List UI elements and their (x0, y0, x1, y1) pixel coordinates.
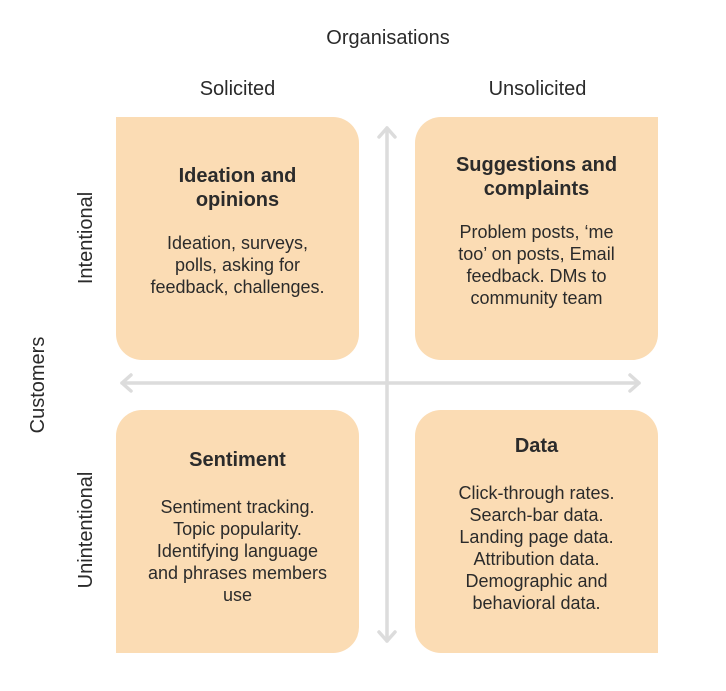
vertical-arrow-head-top (377, 126, 397, 139)
quadrant-body: Problem posts, ‘me too’ on posts, Email … (458, 222, 615, 308)
quadrant-body: Ideation, surveys, polls, asking for fee… (150, 233, 325, 297)
quadrant-suggestions-and-complaints: Suggestions and complaints Problem posts… (415, 117, 658, 360)
quadrant-sentiment: Sentiment Sentiment tracking. Topic popu… (116, 410, 359, 653)
horizontal-arrow-head-left (120, 373, 133, 393)
quadrant-body: Sentiment tracking. Topic popularity. Id… (147, 497, 328, 605)
quadrant-title: Ideation and opinions (178, 165, 297, 211)
quadrant-data: Data Click-through rates. Search-bar dat… (415, 410, 658, 653)
vertical-arrow-head-bottom (377, 630, 397, 643)
horizontal-arrow-head-right (628, 373, 641, 393)
quadrant-ideation-and-opinions: Ideation and opinions Ideation, surveys,… (116, 117, 359, 360)
quadrant-title: Sentiment (189, 449, 286, 471)
column-header-solicited: Solicited (199, 78, 276, 100)
axis-title-organisations: Organisations (326, 27, 450, 49)
quadrant-body: Click-through rates. Search-bar data. La… (458, 483, 615, 613)
quadrant-title: Data (514, 435, 559, 457)
quadrant-title: Suggestions and complaints (455, 154, 618, 200)
column-header-unsolicited: Unsolicited (488, 78, 587, 100)
